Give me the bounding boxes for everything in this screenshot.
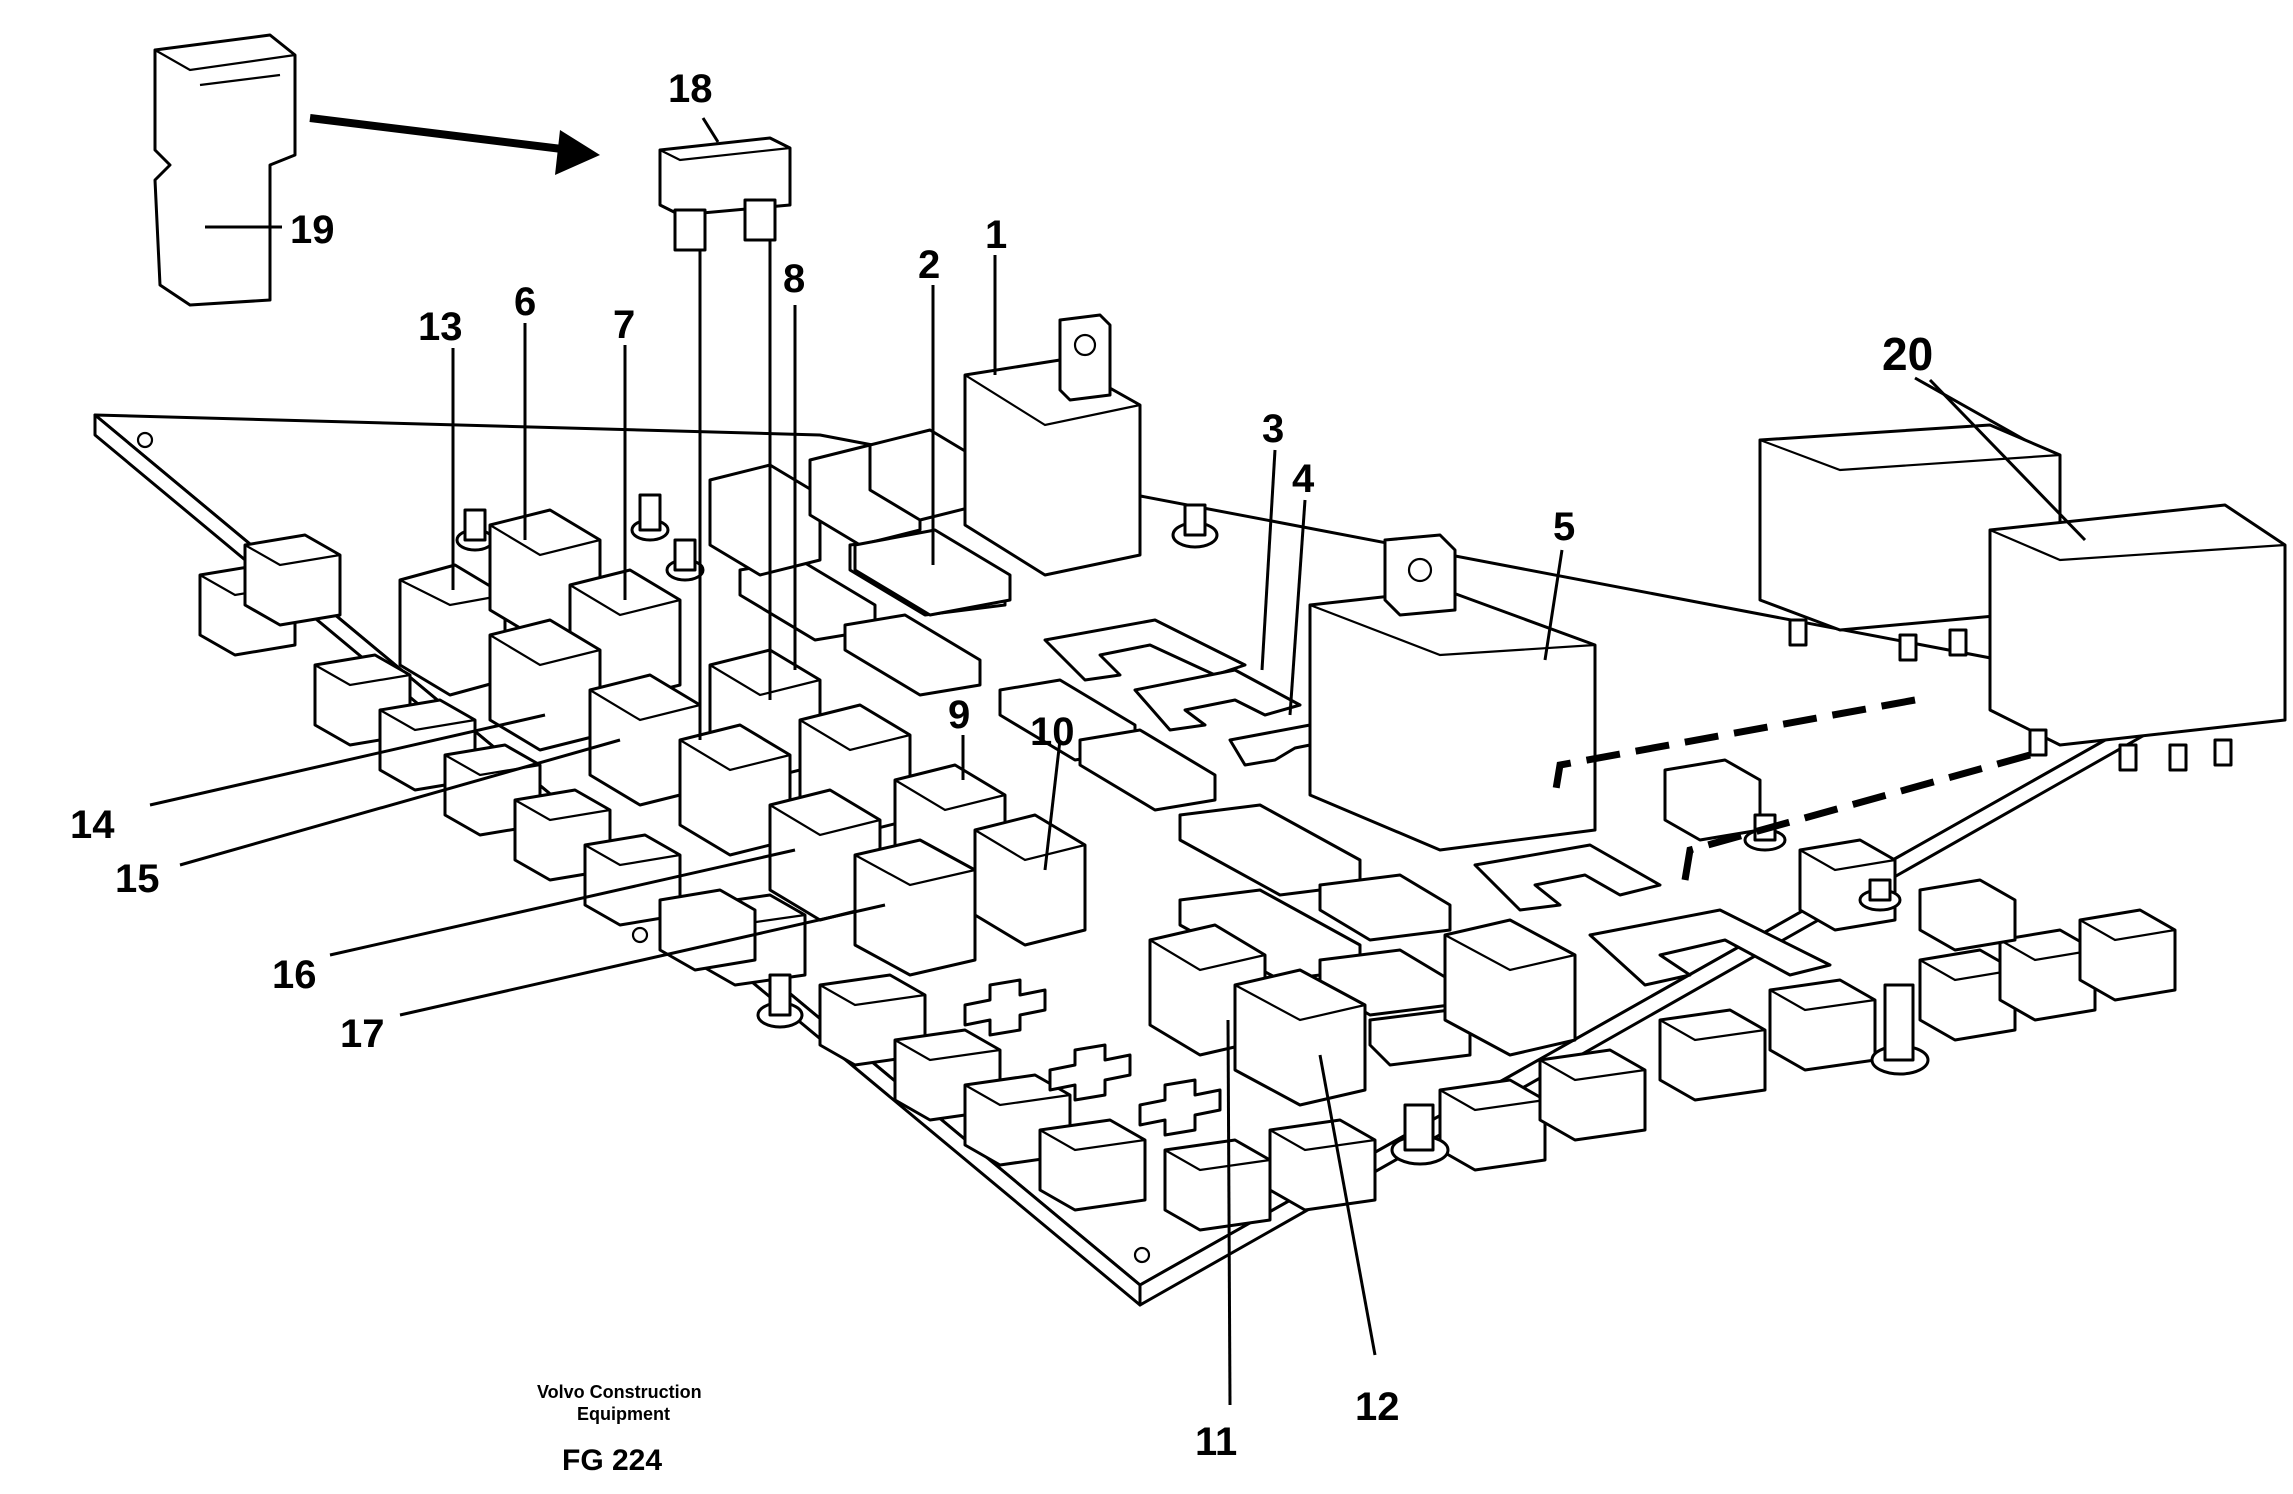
figure-footer: Volvo Construction Equipment FG 224: [537, 1382, 702, 1477]
callout-20: 20: [1882, 328, 1933, 380]
callout-labels: 1 2 3 4 5 6 7 8 9 10 11 12 13 14 15 16 1…: [70, 67, 1933, 1464]
relay-socket: [1918, 948, 2017, 1042]
relay-socket: [1038, 1118, 1147, 1212]
callout-4: 4: [1292, 457, 1315, 501]
relay-socket: [1663, 758, 1762, 842]
relay-14: [488, 618, 602, 752]
stud: [1171, 503, 1219, 549]
stud: [1870, 983, 1930, 1076]
publisher-line-2: Equipment: [577, 1404, 670, 1424]
fuse-puller-19: [153, 33, 297, 307]
callout-2: 2: [918, 243, 940, 287]
stud: [1858, 878, 1902, 912]
callout-10: 10: [1030, 710, 1075, 754]
relay-socket: [1438, 1078, 1547, 1172]
relay-socket: [1163, 1138, 1272, 1232]
relay-10: [973, 813, 1087, 947]
relay-socket: [243, 533, 342, 627]
stud: [630, 493, 670, 542]
relay-17: [853, 838, 977, 977]
relay-right-front: [1443, 918, 1577, 1057]
figure-code: FG 224: [562, 1444, 662, 1477]
relay-5: [1308, 533, 1597, 852]
stud: [665, 538, 705, 582]
callout-18: 18: [668, 67, 713, 111]
fuse-18: [658, 136, 792, 252]
part-2-plate: [853, 528, 1012, 617]
callout-5: 5: [1553, 505, 1575, 549]
relay-12: [1233, 968, 1367, 1107]
relay-socket: [1918, 878, 2017, 952]
callout-19: 19: [290, 208, 335, 252]
callout-13: 13: [418, 305, 463, 349]
relay-socket: [2078, 908, 2177, 1002]
relay-20b: [1988, 503, 2287, 772]
relay-socket: [1768, 978, 1877, 1072]
cross-connectors: [963, 978, 1222, 1137]
callout-11: 11: [1195, 1420, 1237, 1464]
relay-20-dashed-guides: [1551, 696, 2031, 881]
relay-socket: [1268, 1118, 1377, 1212]
leader-lines: [149, 117, 2087, 1406]
callout-12: 12: [1355, 1385, 1400, 1429]
callout-1: 1: [985, 213, 1007, 257]
relay-socket: [1658, 1008, 1767, 1102]
relay-socket: [658, 888, 757, 972]
relay-socket: [1538, 1048, 1647, 1142]
board-relay-sockets: [198, 533, 2177, 1232]
relay-back-row: [708, 428, 982, 577]
callout-3: 3: [1262, 407, 1284, 451]
callout-17: 17: [340, 1012, 385, 1056]
callout-14: 14: [70, 803, 115, 847]
relay-1: [963, 313, 1142, 577]
stud: [1390, 1103, 1450, 1166]
callout-9: 9: [948, 693, 970, 737]
relay-socket: [1998, 928, 2097, 1022]
stud: [756, 973, 804, 1029]
callout-6: 6: [514, 280, 536, 324]
callout-16: 16: [272, 953, 317, 997]
callout-8: 8: [783, 257, 805, 301]
direction-arrow: [309, 114, 600, 175]
callout-7: 7: [613, 303, 635, 347]
callout-15: 15: [115, 857, 160, 901]
publisher-line-1: Volvo Construction: [537, 1382, 702, 1402]
terminal-studs: [455, 493, 1930, 1166]
